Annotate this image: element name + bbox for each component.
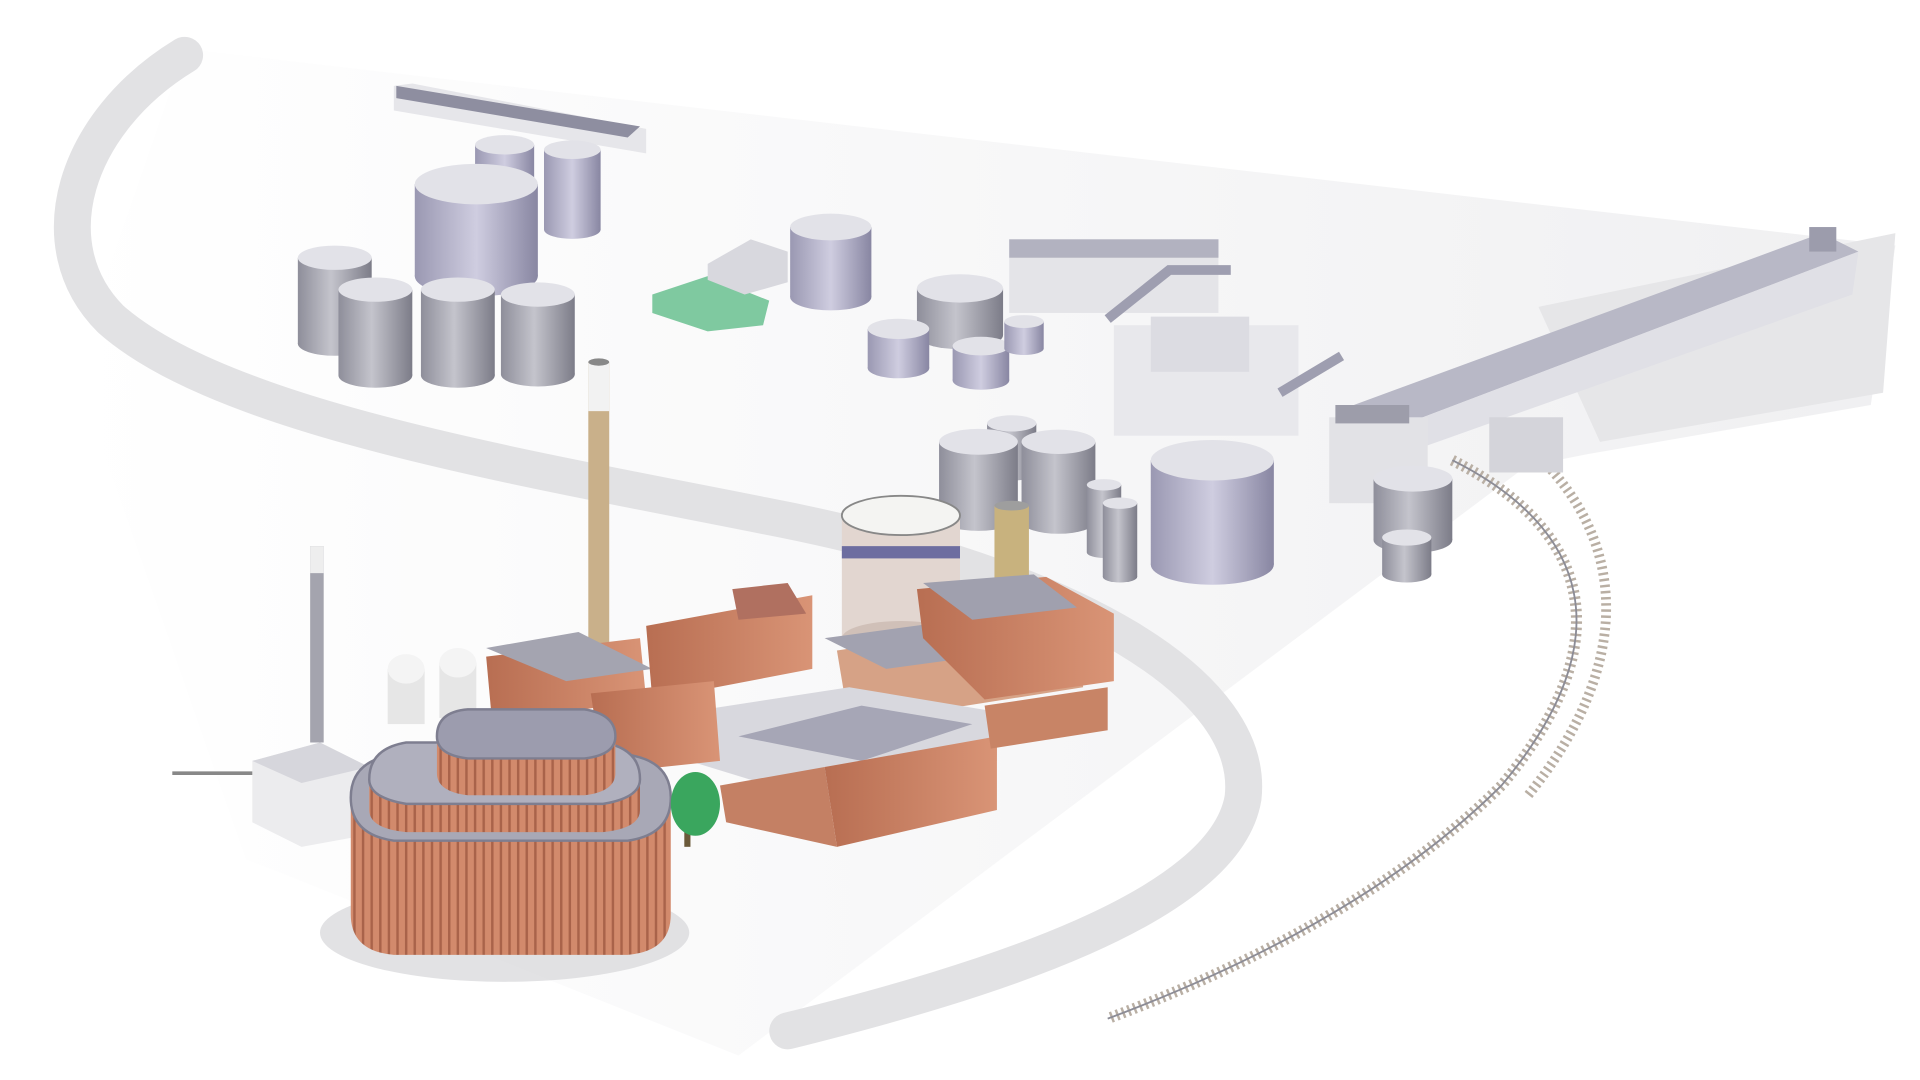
chimney-tall (588, 358, 610, 645)
storage-tank (1021, 429, 1096, 534)
brick-complex (486, 574, 1114, 847)
process-building (1009, 239, 1345, 436)
tree (670, 771, 720, 847)
storage-tank (544, 140, 601, 239)
storage-tank (338, 277, 413, 388)
storage-tank (1382, 529, 1432, 583)
road (53, 36, 1263, 1050)
storage-tank (790, 213, 872, 311)
auxiliary-block (172, 742, 370, 847)
storage-tank (867, 318, 930, 379)
railway-track (1105, 453, 1611, 1024)
storage-tank (414, 163, 538, 297)
chimney-small (310, 546, 324, 743)
shed (707, 239, 788, 295)
main-reactor-building (320, 708, 690, 982)
storage-tank (1004, 315, 1044, 356)
tank-farm (297, 135, 1453, 585)
storage-tank (952, 336, 1010, 390)
storage-tank (1150, 439, 1274, 585)
storage-tank (1102, 497, 1138, 583)
ground-plane (73, 49, 1896, 1056)
storage-tank (420, 277, 495, 388)
storage-tank (916, 274, 1004, 350)
warehouse (393, 83, 647, 154)
pressure-vessels (387, 648, 477, 725)
storage-tank (500, 282, 575, 387)
